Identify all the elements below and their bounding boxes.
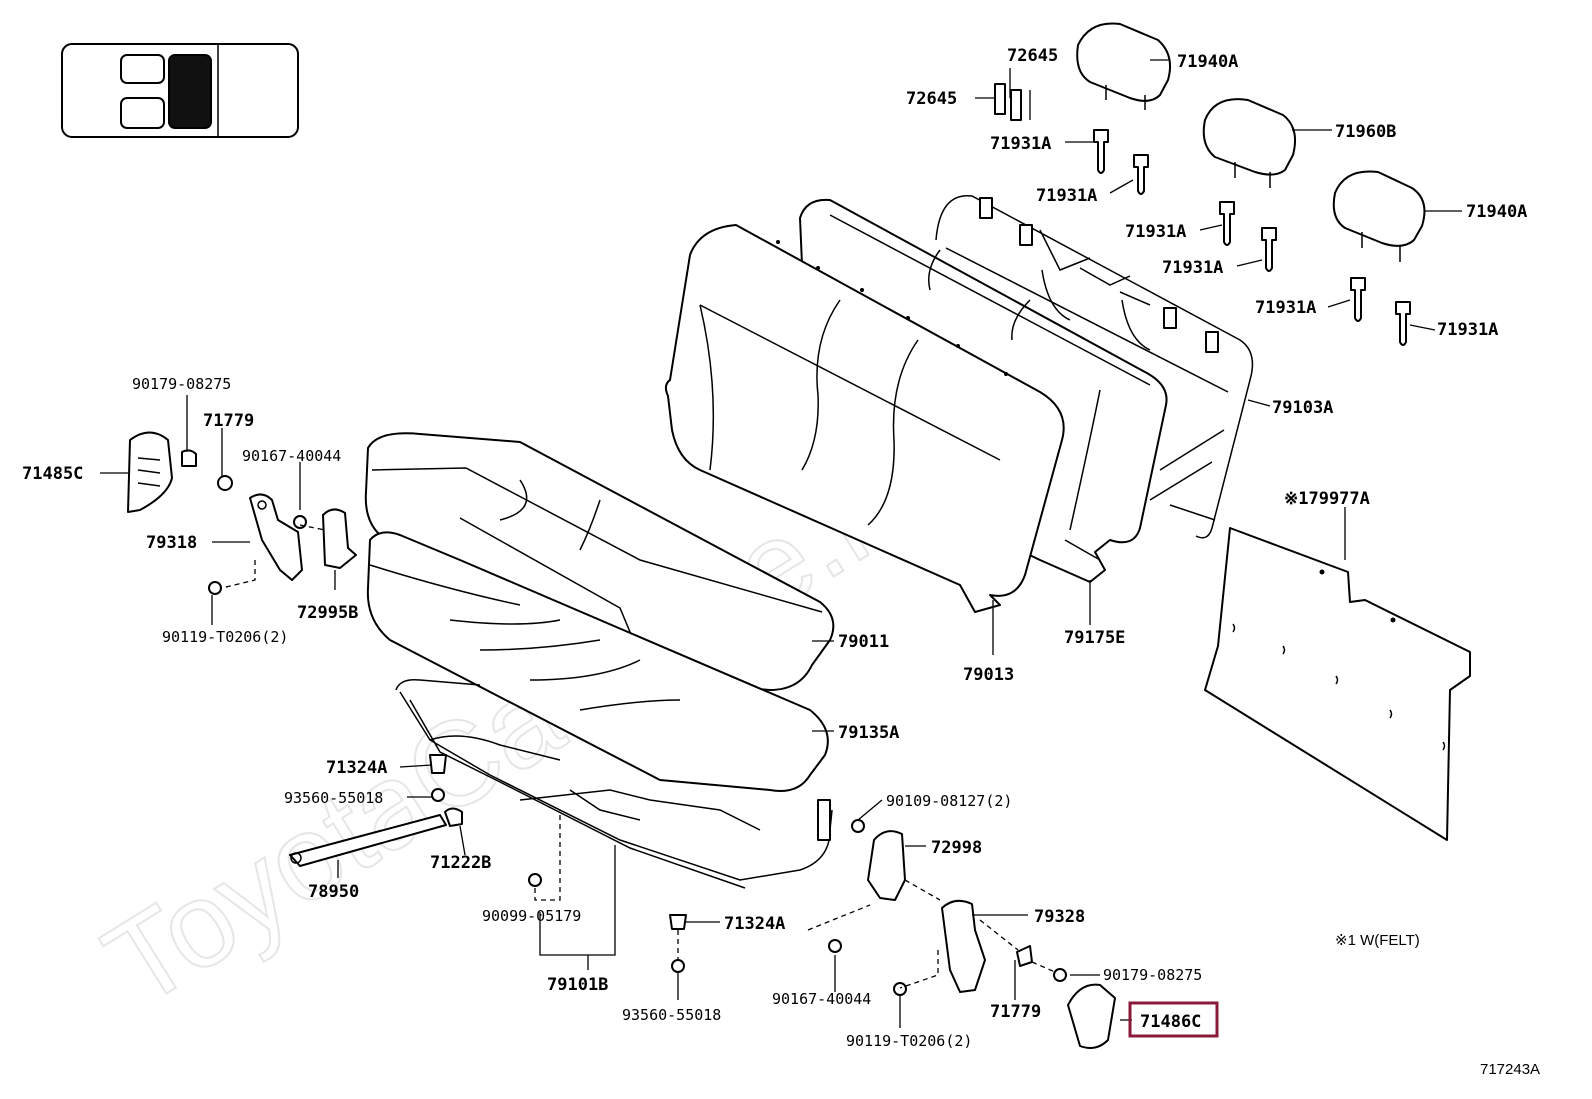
- highlight-box: [1128, 1001, 1219, 1038]
- label-72998[interactable]: 72998: [931, 838, 982, 858]
- label-79135A[interactable]: 79135A: [838, 723, 899, 743]
- label-90167-40044-a[interactable]: 90167-40044: [242, 447, 341, 465]
- seat-frame-79101B: [395, 678, 833, 889]
- part-labels: 72645 72645 71940A 71960B 71940A 71931A …: [22, 46, 1540, 1078]
- headrest-supports: [1093, 129, 1411, 346]
- label-79011[interactable]: 79011: [838, 632, 889, 652]
- label-71931A-5[interactable]: 71931A: [1255, 298, 1316, 318]
- label-79175E[interactable]: 79175E: [1064, 628, 1125, 648]
- left-side-parts: [127, 431, 357, 595]
- seat-location-indicator: [61, 43, 299, 138]
- highlighted-seat: [168, 54, 212, 129]
- label-90167-40044-b[interactable]: 90167-40044: [772, 990, 871, 1008]
- seat-cushion-pad-79135A: [366, 531, 829, 792]
- bottom-left-parts: [289, 754, 687, 973]
- seatback-79013: [664, 224, 1065, 613]
- label-71324A-a[interactable]: 71324A: [326, 758, 387, 778]
- label-79318[interactable]: 79318: [146, 533, 197, 553]
- label-90119-T0206-a[interactable]: 90119-T0206(2): [162, 628, 288, 646]
- label-79977A[interactable]: ※179977A: [1284, 489, 1370, 509]
- seatback-frame: [935, 195, 1254, 539]
- leader-lines: [100, 59, 1462, 1028]
- label-71940A-a[interactable]: 71940A: [1177, 52, 1238, 72]
- label-90099-05179[interactable]: 90099-05179: [482, 907, 581, 925]
- headrest-71940A-right: [1332, 170, 1426, 262]
- felt-note: ※1 W(FELT): [1335, 932, 1420, 949]
- label-78950[interactable]: 78950: [308, 882, 359, 902]
- label-90119-T0206-b[interactable]: 90119-T0206(2): [846, 1032, 972, 1050]
- label-72645-a[interactable]: 72645: [1007, 46, 1058, 66]
- label-79103A[interactable]: 79103A: [1272, 398, 1333, 418]
- rear-panel-79977A: [1204, 527, 1471, 841]
- label-71931A-2[interactable]: 71931A: [1036, 186, 1097, 206]
- seat-cushion-79011: [364, 432, 835, 691]
- label-72995B[interactable]: 72995B: [297, 603, 358, 623]
- label-71960B[interactable]: 71960B: [1335, 122, 1396, 142]
- label-90179-08275-b[interactable]: 90179-08275: [1103, 966, 1202, 984]
- label-71222B[interactable]: 71222B: [430, 853, 491, 873]
- label-79328[interactable]: 79328: [1034, 907, 1085, 927]
- label-71931A-1[interactable]: 71931A: [990, 134, 1051, 154]
- right-side-parts: [807, 819, 1116, 1049]
- label-72645-b[interactable]: 72645: [906, 89, 957, 109]
- label-71324A-b[interactable]: 71324A: [724, 914, 785, 934]
- label-90109-08127[interactable]: 90109-08127(2): [886, 792, 1012, 810]
- label-90179-08275-a[interactable]: 90179-08275: [132, 375, 231, 393]
- headrest-71960B: [1202, 98, 1296, 188]
- label-79101B[interactable]: 79101B: [547, 975, 608, 995]
- label-93560-55018-a[interactable]: 93560-55018: [284, 789, 383, 807]
- label-71779-b[interactable]: 71779: [990, 1002, 1041, 1022]
- label-79013[interactable]: 79013: [963, 665, 1014, 685]
- label-71931A-4[interactable]: 71931A: [1162, 258, 1223, 278]
- label-71779-a[interactable]: 71779: [203, 411, 254, 431]
- figure-code: 717243A: [1480, 1061, 1540, 1078]
- label-71486C[interactable]: 71486C: [1140, 1012, 1201, 1032]
- label-93560-55018-b[interactable]: 93560-55018: [622, 1006, 721, 1024]
- headrest-71940A-left: [1076, 22, 1171, 110]
- label-71931A-6[interactable]: 71931A: [1437, 320, 1498, 340]
- label-71931A-3[interactable]: 71931A: [1125, 222, 1186, 242]
- label-71940A-b[interactable]: 71940A: [1466, 202, 1527, 222]
- headrest-guide-clips: [979, 83, 1219, 353]
- label-71485C[interactable]: 71485C: [22, 464, 83, 484]
